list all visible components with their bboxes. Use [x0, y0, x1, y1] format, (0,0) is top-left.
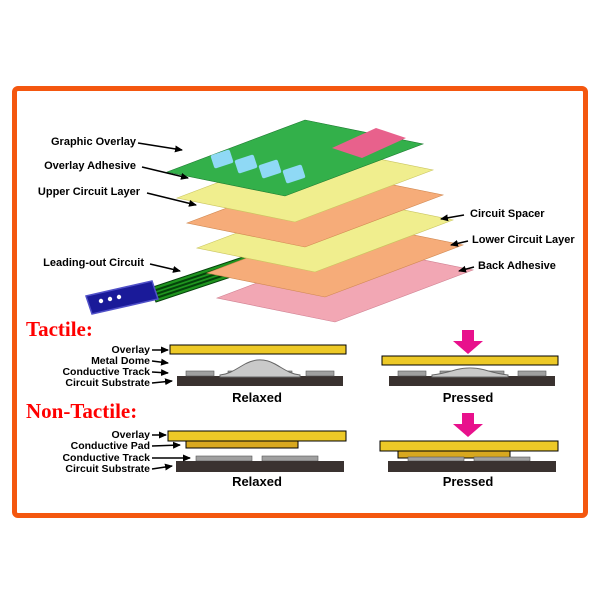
- label-back-adhesive: Back Adhesive: [478, 260, 556, 272]
- display-window: [332, 128, 406, 158]
- arrow-conductive-track: [151, 369, 169, 377]
- conductive-track: [185, 370, 215, 377]
- conductive-track: [473, 456, 531, 462]
- label-tactile-conductive-track: Conductive Track: [62, 366, 150, 378]
- tactile-relaxed-label: Relaxed: [232, 390, 282, 405]
- circuit-substrate: [388, 461, 556, 472]
- non-tactile-relaxed-figure: [167, 430, 347, 472]
- conductive-track: [397, 370, 427, 377]
- label-nontactile-overlay: Overlay: [111, 429, 150, 441]
- non-tactile-heading: Non-Tactile:: [26, 399, 138, 423]
- arrow-conductive-pad: [151, 441, 181, 449]
- label-upper-circuit-layer: Upper Circuit Layer: [37, 186, 140, 198]
- arrow-lower-circuit: [450, 239, 469, 247]
- arrow-back-adhesive: [458, 265, 475, 273]
- connector-pin: [98, 298, 104, 304]
- connector-pin: [107, 296, 113, 302]
- circuit-substrate: [177, 376, 343, 386]
- label-circuit-spacer: Circuit Spacer: [470, 208, 545, 220]
- conductive-track: [407, 456, 465, 462]
- non-tactile-relaxed-label: Relaxed: [232, 474, 282, 489]
- circuit-substrate: [389, 376, 555, 386]
- arrow-upper-circuit: [146, 192, 197, 207]
- callout-arrows: [137, 142, 475, 273]
- label-nontactile-conductive-track: Conductive Track: [62, 452, 150, 464]
- overlay-bar: [167, 430, 347, 442]
- tactile-relaxed-figure: [169, 344, 347, 386]
- conductive-track: [195, 455, 253, 462]
- arrow-circuit-spacer: [440, 214, 465, 222]
- circuit-substrate: [176, 461, 344, 472]
- arrow-graphic-overlay: [137, 142, 183, 153]
- conductive-pad: [185, 440, 299, 449]
- keypad-button: [210, 149, 234, 169]
- arrow-leading-out: [149, 263, 181, 273]
- label-lower-circuit-layer: Lower Circuit Layer: [472, 234, 575, 246]
- cable-connector: [85, 280, 159, 315]
- connector-pin: [116, 294, 122, 300]
- press-arrow-icon: [453, 330, 483, 354]
- arrow-circuit-substrate: [151, 463, 173, 471]
- press-arrow-icon: [453, 413, 483, 437]
- tactile-heading: Tactile:: [26, 317, 93, 341]
- label-tactile-circuit-substrate: Circuit Substrate: [65, 377, 150, 389]
- label-tactile-overlay: Overlay: [111, 344, 150, 356]
- label-conductive-pad: Conductive Pad: [70, 440, 150, 452]
- conductive-track: [305, 370, 335, 377]
- overlay-bar: [381, 355, 559, 366]
- label-metal-dome: Metal Dome: [91, 355, 150, 367]
- label-nontactile-circuit-substrate: Circuit Substrate: [65, 463, 150, 475]
- overlay-bar: [379, 440, 559, 452]
- label-leading-out-circuit: Leading-out Circuit: [43, 257, 144, 269]
- non-tactile-pressed-label: Pressed: [442, 474, 494, 489]
- overlay-bar: [169, 344, 347, 355]
- keypad-button: [234, 154, 258, 174]
- metal-dome-pressed: [431, 367, 509, 378]
- cross-section-arrows: [151, 346, 191, 471]
- conductive-track: [517, 370, 547, 377]
- non-tactile-pressed-figure: [379, 413, 559, 472]
- metal-dome: [219, 359, 301, 378]
- keypad-button: [282, 164, 306, 184]
- label-graphic-overlay: Graphic Overlay: [51, 136, 136, 148]
- keypad-button: [258, 159, 282, 179]
- tactile-pressed-label: Pressed: [442, 390, 494, 405]
- layer-graphic-overlay: [165, 119, 425, 197]
- conductive-track: [261, 455, 319, 462]
- label-overlay-adhesive: Overlay Adhesive: [44, 160, 136, 172]
- arrow-metal-dome: [151, 358, 169, 366]
- arrow-overlay-adhesive: [141, 166, 189, 180]
- arrow-circuit-substrate: [151, 378, 173, 386]
- tactile-pressed-figure: [381, 330, 559, 386]
